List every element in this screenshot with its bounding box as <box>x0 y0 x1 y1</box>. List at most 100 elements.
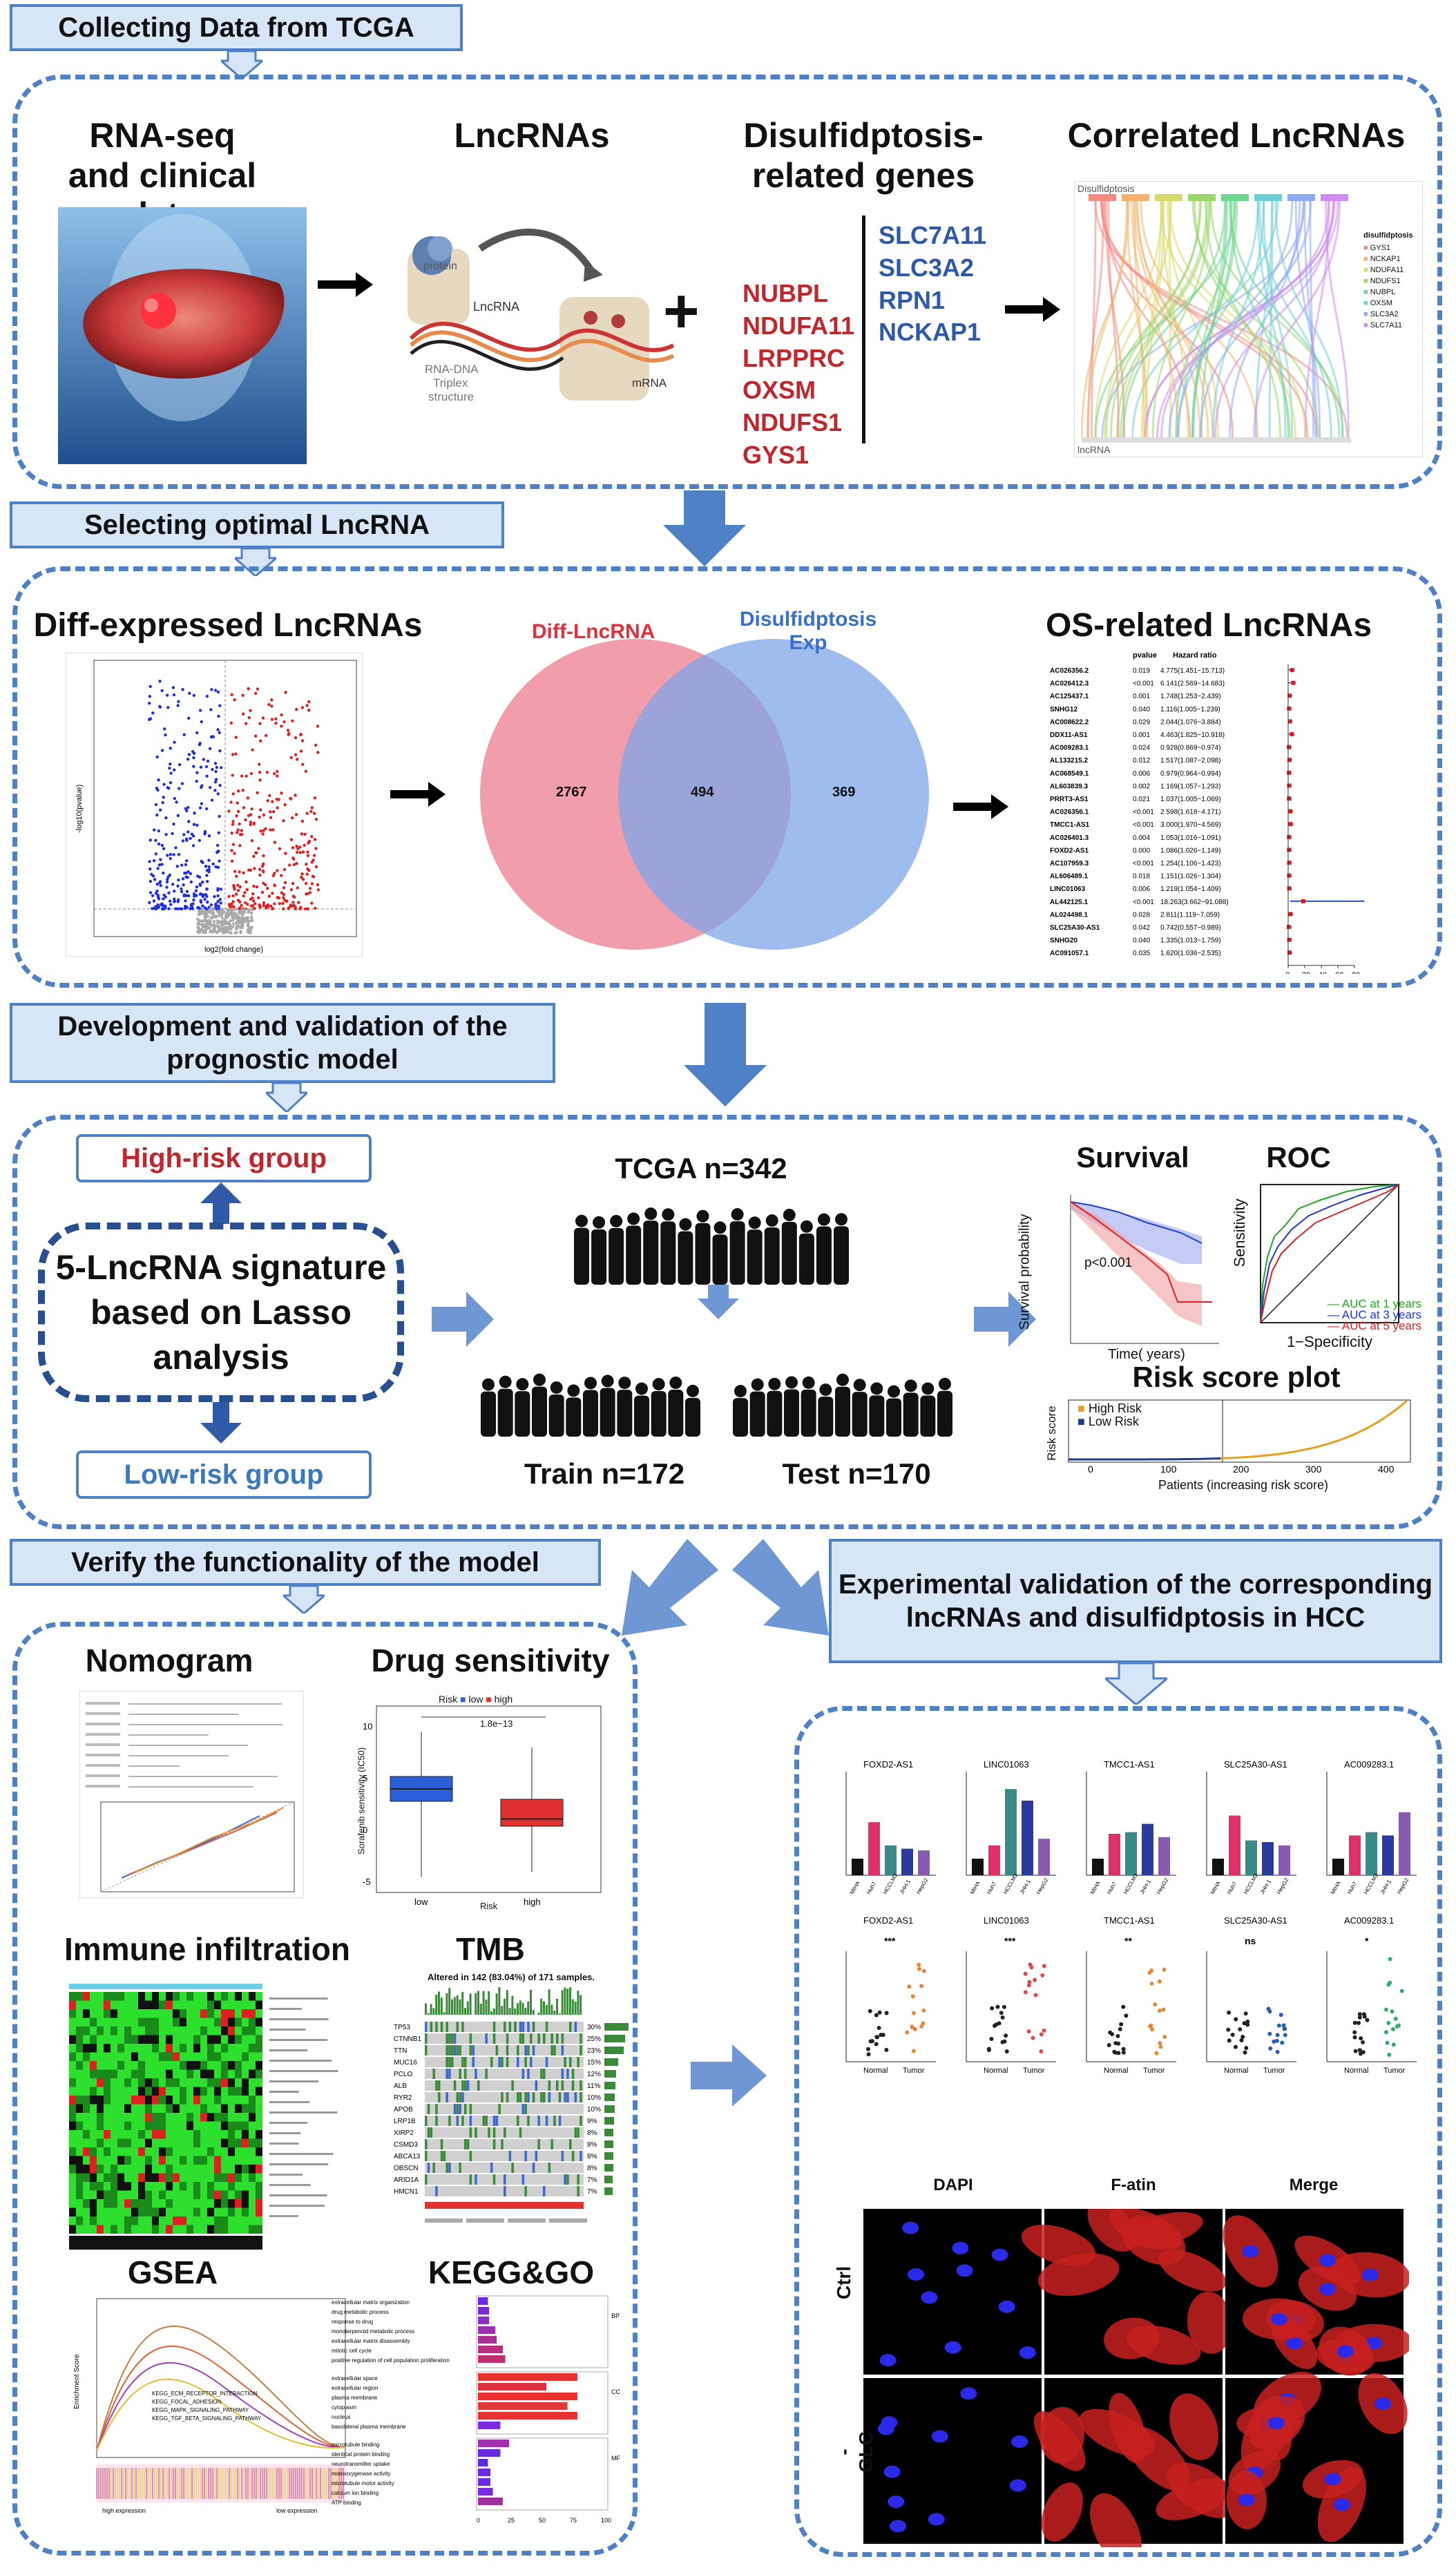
heat-cell <box>97 2225 104 2234</box>
qpcr-tumor-point <box>910 1994 915 1999</box>
person-body <box>729 1221 745 1285</box>
heat-cell <box>173 2165 180 2174</box>
heat-cell <box>138 2130 145 2139</box>
volcano-point <box>238 885 242 889</box>
kegg-group-frame <box>476 2371 609 2435</box>
person-body <box>591 1229 607 1285</box>
qpcr-normal-point <box>866 2052 871 2057</box>
heat-cell <box>242 2156 249 2165</box>
volcano-point <box>298 845 302 849</box>
tmb-gene-label: ABCA13 <box>394 2153 421 2160</box>
volcano-point <box>249 915 253 919</box>
volcano-point <box>283 899 287 902</box>
qpcr-x-tumor: Tumor <box>1143 2067 1165 2075</box>
forest-row-p: <0.001 <box>1133 899 1154 906</box>
heat-cell <box>111 2052 117 2061</box>
gsea-legend-item: KEGG_ECM_RECEPTOR_INTERACTION <box>152 2390 258 2397</box>
heat-cell <box>166 2121 173 2130</box>
forest-row-p: 0.029 <box>1133 718 1150 726</box>
tmb-mut <box>456 2045 459 2056</box>
tmb-mut <box>490 2163 493 2173</box>
sankey-flow <box>1151 200 1211 438</box>
volcano-point <box>247 910 250 914</box>
tmb-mut <box>464 2057 467 2067</box>
heat-cell <box>83 2104 90 2113</box>
qpcr-tumor-point <box>1150 2027 1155 2032</box>
heat-cell <box>159 2096 166 2105</box>
volcano-point <box>219 888 223 891</box>
volcano-point <box>215 765 219 769</box>
volcano-point <box>162 893 166 897</box>
heat-cell <box>124 2009 131 2018</box>
heat-cell <box>76 2165 83 2174</box>
heat-cell <box>97 2044 104 2053</box>
genes-red-list: NUBPL NDUFA11 LRPPRC OXSM NDUFS1 GYS1 <box>743 278 854 472</box>
person-head <box>731 1208 744 1221</box>
volcano-point <box>216 792 220 796</box>
gsea-legend-item: KEGG_TGF_BETA_SIGNALING_PATHWAY <box>152 2415 262 2422</box>
tmb-top-bar <box>495 1993 498 2015</box>
heat-cell <box>90 2156 97 2165</box>
tmb-mut <box>574 2022 577 2032</box>
volcano-point <box>175 801 178 804</box>
tmb-mut <box>425 2045 428 2056</box>
volcano-point <box>231 918 235 922</box>
heat-cell <box>193 2069 200 2078</box>
volcano-point <box>195 731 199 735</box>
heat-cell <box>166 2044 173 2053</box>
heat-cell <box>83 2138 90 2147</box>
heat-cell <box>124 2069 131 2078</box>
heat-cell <box>186 2156 193 2165</box>
qpcr-normal-point <box>1121 2050 1126 2055</box>
volcano-point <box>189 880 193 884</box>
volcano-point <box>164 733 167 737</box>
volcano-point <box>224 914 227 918</box>
volcano-point <box>216 894 220 898</box>
qpcr-normal-point <box>884 2047 889 2052</box>
heat-cell <box>221 2018 228 2026</box>
qpcr-normal-point <box>1239 2038 1244 2043</box>
tmb-mut <box>435 2186 438 2196</box>
heat-cell <box>76 2138 83 2147</box>
tmb-mut <box>524 2186 527 2196</box>
kegg-term-label: calcium ion binding <box>332 2490 379 2496</box>
qpcr-tumor-point <box>1028 1962 1033 1967</box>
gsea-bottom-left: high expression <box>102 2507 146 2514</box>
heat-cell <box>111 2216 117 2225</box>
volcano-point <box>149 684 152 689</box>
heat-cell <box>159 2035 166 2044</box>
drug-x-label: Risk <box>480 1901 498 1911</box>
forest-row-p: 0.006 <box>1133 885 1150 893</box>
qpcr-tumor-point <box>1386 1982 1391 1987</box>
volcano-point <box>314 817 318 821</box>
volcano-point <box>198 912 201 917</box>
heat-cell <box>200 2009 207 2018</box>
volcano-point <box>157 863 162 867</box>
volcano-point <box>181 839 185 843</box>
volcano-point <box>159 883 162 888</box>
volcano-point <box>246 916 249 919</box>
roc-curve <box>1260 1184 1399 1323</box>
heat-cell <box>200 2173 207 2182</box>
volcano-point <box>231 823 235 826</box>
heat-cell <box>111 1992 117 2001</box>
forest-row-name: AC009283.1 <box>1050 745 1089 752</box>
heat-cell <box>221 2165 228 2174</box>
heat-cell <box>235 2182 242 2191</box>
kegg-term-label: drug metabolic process <box>332 2309 389 2315</box>
heat-cell <box>111 2182 117 2191</box>
forest-row-name: AC026356.1 <box>1050 809 1089 816</box>
heat-cell <box>214 2087 221 2096</box>
risk-title: Risk score plot <box>1132 1361 1341 1393</box>
volcano-point <box>233 870 237 873</box>
volcano-point <box>158 808 162 812</box>
volcano-point <box>252 854 256 859</box>
heat-cell <box>131 2061 138 2070</box>
qpcr-normal-point <box>1107 2043 1111 2048</box>
heat-cell <box>186 2044 193 2053</box>
header-verify-arrow <box>283 1586 325 1613</box>
svg-text:mRNA: mRNA <box>632 376 667 390</box>
heat-cell <box>90 2026 97 2035</box>
volcano-point <box>247 930 250 934</box>
heat-cell <box>138 2044 145 2053</box>
